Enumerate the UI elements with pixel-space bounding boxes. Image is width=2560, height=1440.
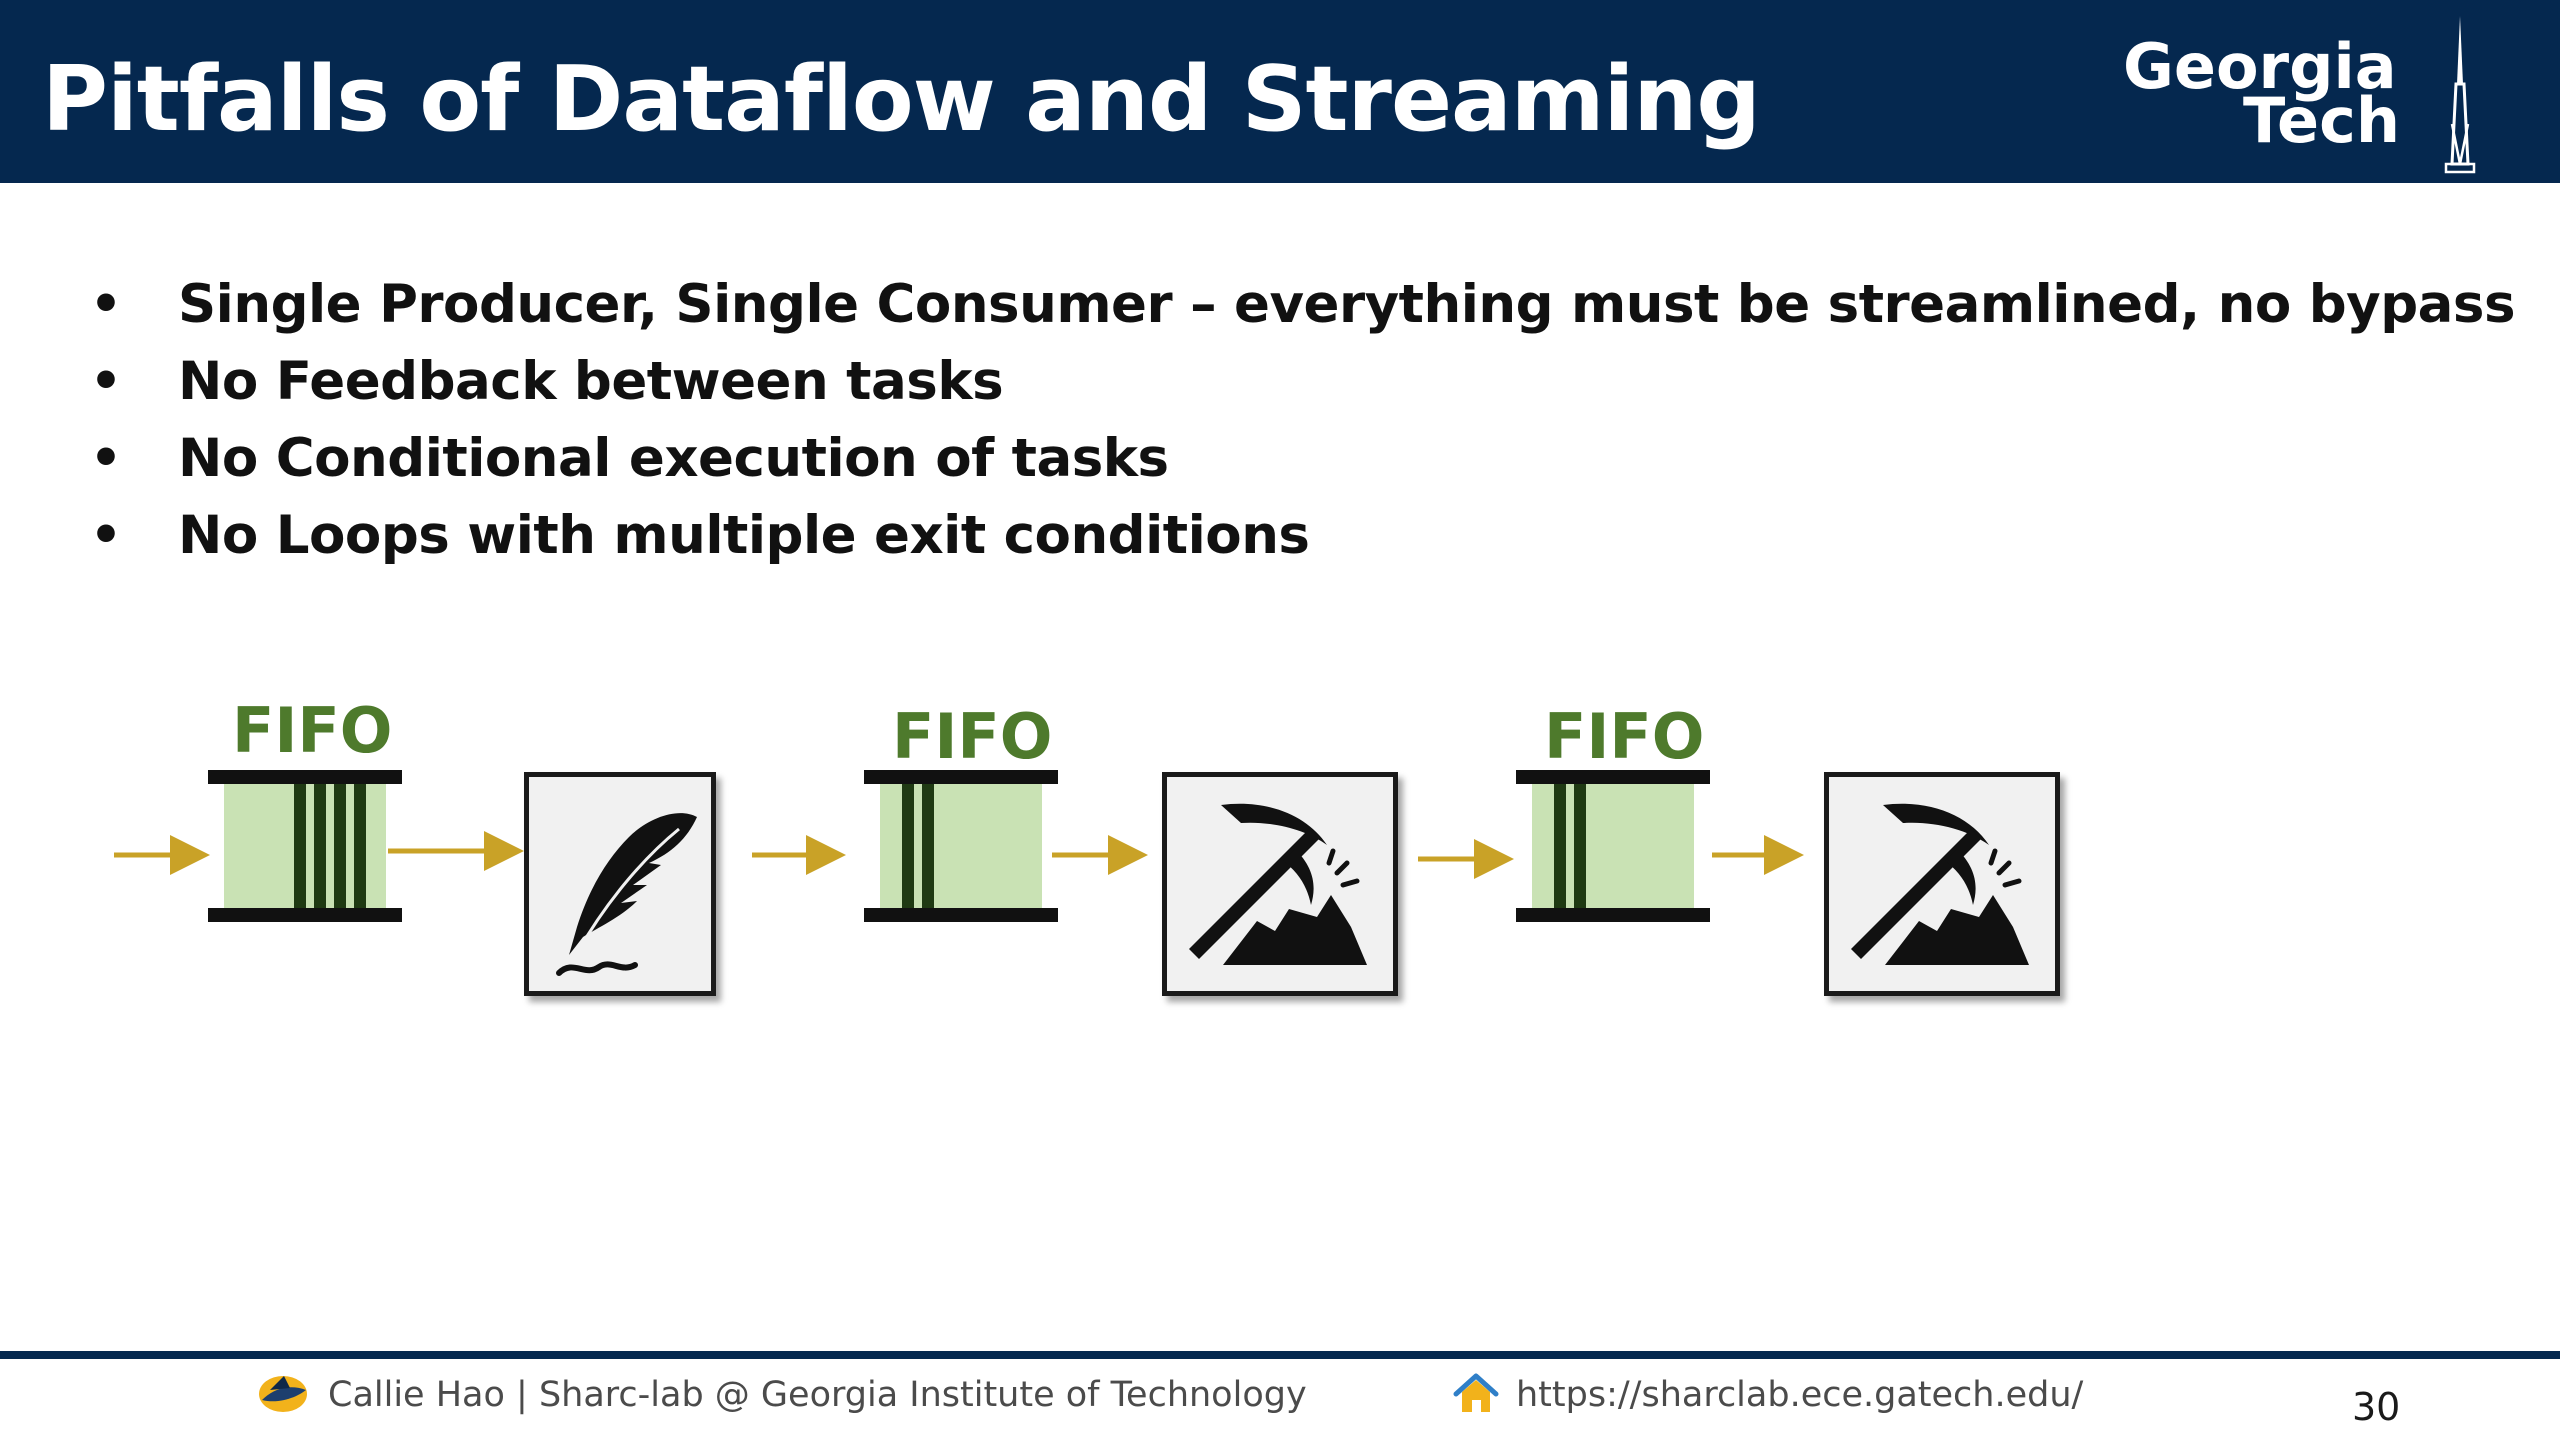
bullet-text: Single Producer, Single Consumer – every… xyxy=(178,274,2516,335)
bullet-list: • Single Producer, Single Consumer – eve… xyxy=(90,266,2516,574)
bullet-text: No Feedback between tasks xyxy=(178,351,1004,412)
fifo-label: FIFO xyxy=(232,694,393,767)
logo-line-tech: Tech xyxy=(2243,84,2400,157)
tech-tower-icon xyxy=(2444,16,2476,174)
fifo-buffer xyxy=(1516,770,1710,922)
bullet-marker: • xyxy=(90,352,122,410)
bullet-item: • No Conditional execution of tasks xyxy=(90,420,2515,497)
bullet-marker: • xyxy=(90,275,122,333)
fifo-buffer xyxy=(864,770,1058,922)
footer-author: Callie Hao | Sharc-lab @ Georgia Institu… xyxy=(328,1375,1307,1415)
fifo-buffer xyxy=(208,770,402,922)
bullet-text: No Conditional execution of tasks xyxy=(178,428,1169,489)
task-box-consumer-1 xyxy=(1162,772,1398,996)
georgia-tech-logo: Georgia Tech xyxy=(2110,14,2490,174)
footer-url-link[interactable]: https://sharclab.ece.gatech.edu/ xyxy=(1516,1375,2084,1415)
header-bar: Pitfalls of Dataflow and Streaming Georg… xyxy=(0,0,2560,183)
fifo-label: FIFO xyxy=(1544,700,1705,773)
sharc-lab-logo-icon xyxy=(259,1376,307,1412)
pickaxe-icon xyxy=(1851,803,2029,965)
bullet-item: • Single Producer, Single Consumer – eve… xyxy=(90,266,2516,343)
slide-title: Pitfalls of Dataflow and Streaming xyxy=(42,47,1761,152)
quill-icon xyxy=(556,813,697,976)
page-number: 30 xyxy=(2352,1385,2401,1429)
bullet-item: • No Feedback between tasks xyxy=(90,343,2515,420)
fifo-label: FIFO xyxy=(892,700,1053,773)
arrows-layer xyxy=(114,831,1804,879)
bullet-marker: • xyxy=(90,506,122,564)
task-box-producer xyxy=(524,772,716,996)
pickaxe-icon xyxy=(1189,803,1367,965)
task-box-consumer-2 xyxy=(1824,772,2060,996)
bullet-text: No Loops with multiple exit conditions xyxy=(178,505,1310,566)
footer-divider xyxy=(0,1351,2560,1359)
bullet-marker: • xyxy=(90,429,122,487)
logo-line-georgia: Georgia xyxy=(2123,30,2397,103)
dataflow-diagram: FIFO FIFO xyxy=(0,680,2560,1000)
home-icon[interactable] xyxy=(1452,1372,1500,1414)
bullet-item: • No Loops with multiple exit conditions xyxy=(90,497,2515,574)
